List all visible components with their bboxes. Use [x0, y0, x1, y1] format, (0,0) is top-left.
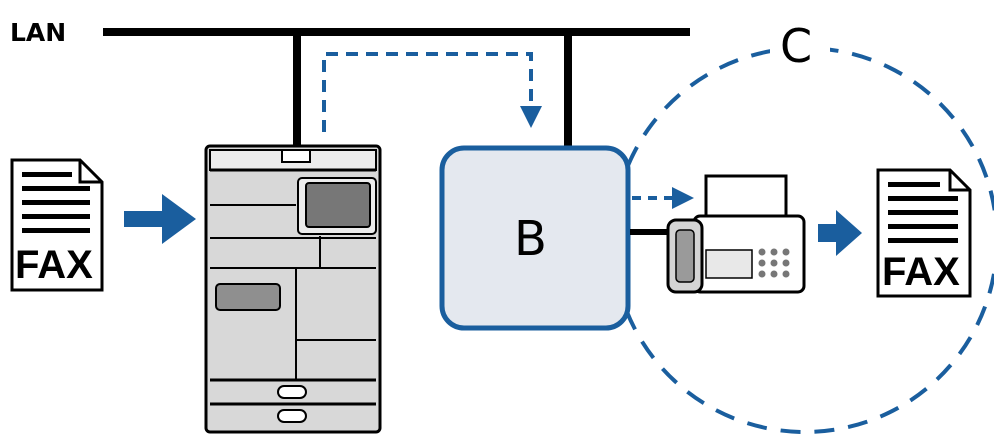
fax-document-icon — [10, 158, 104, 292]
data-path-arrowhead-down — [520, 106, 542, 128]
node-b-box — [439, 145, 631, 331]
arrow-right-icon — [124, 194, 196, 244]
node-b-label: B — [514, 211, 547, 267]
data-path-printer-to-b — [322, 52, 533, 132]
fax-machine-icon — [666, 174, 806, 294]
data-path-arrowhead-right — [672, 187, 694, 209]
outgoing-fax-label: FAX — [882, 250, 960, 294]
lan-label: LAN — [10, 18, 66, 47]
incoming-fax-label: FAX — [15, 243, 93, 287]
multifunction-printer-icon — [204, 144, 382, 434]
arrow-right-icon-output — [818, 210, 862, 256]
fax-document-icon-output — [876, 168, 972, 298]
region-c-label-bg — [770, 8, 830, 66]
region-c-label: C — [780, 19, 812, 73]
